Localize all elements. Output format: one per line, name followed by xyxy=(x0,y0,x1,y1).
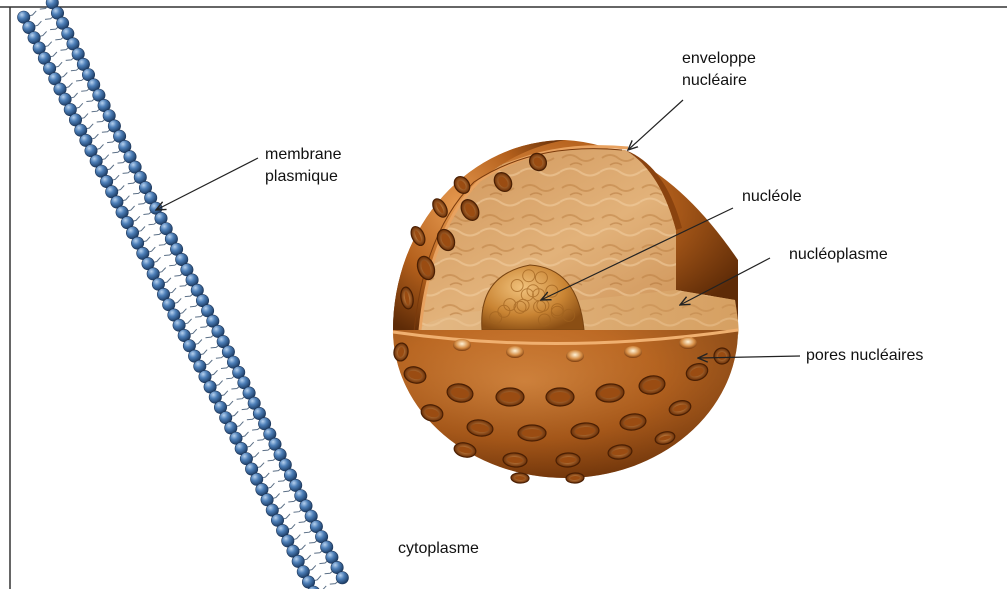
label-membrane-line1: membrane xyxy=(265,144,341,166)
label-envelope-line2: nucléaire xyxy=(682,70,756,92)
label-nucleole: nucléole xyxy=(742,186,802,208)
edge-pore xyxy=(624,346,642,358)
lipid-head xyxy=(336,572,348,584)
label-pores-nucleaires: pores nucléaires xyxy=(806,345,923,367)
arrow-envelope xyxy=(628,100,683,150)
label-enveloppe-nucleaire: enveloppe nucléaire xyxy=(682,48,756,92)
edge-pore xyxy=(453,339,471,351)
plasma-membrane-bilayer xyxy=(18,0,349,589)
nuclear-pore-inner xyxy=(522,429,542,437)
edge-pore xyxy=(679,337,697,349)
membrane-lipid-heads xyxy=(18,0,349,589)
membrane-lipid-tails xyxy=(24,3,343,589)
nucleus xyxy=(393,140,739,483)
arrow-membrane xyxy=(156,158,258,210)
nuclear-pore-inner xyxy=(500,392,520,402)
edge-pore xyxy=(566,350,584,362)
label-cytoplasme: cytoplasme xyxy=(398,538,479,560)
nuclear-pore-inner xyxy=(550,392,570,402)
label-membrane-line2: plasmique xyxy=(265,166,341,188)
edge-pore xyxy=(506,346,524,358)
label-nucleoplasme: nucléoplasme xyxy=(789,244,888,266)
label-envelope-line1: enveloppe xyxy=(682,48,756,70)
label-membrane-plasmique: membrane plasmique xyxy=(265,144,341,188)
